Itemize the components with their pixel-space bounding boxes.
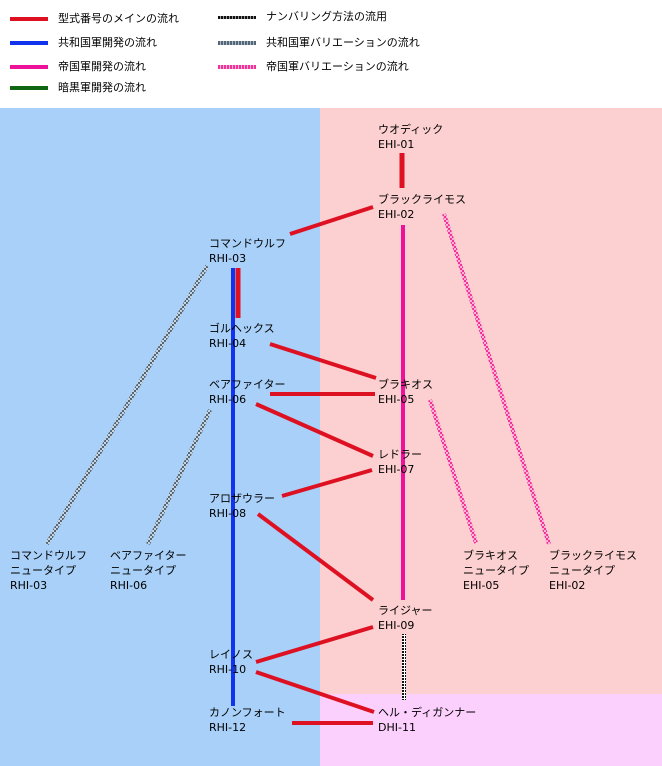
node-cannon-fort-name: カノンフォート: [209, 706, 286, 719]
node-bear-fighter-newtype-code: RHI-06: [110, 579, 148, 592]
node-brachios-newtype-code: EHI-05: [463, 579, 500, 592]
node-bear-fighter: ベアファイター RHI-06: [209, 377, 286, 407]
node-reinos: レイノス RHI-10: [209, 647, 253, 677]
legend-empire-label: 帝国軍開発の流れ: [58, 60, 146, 73]
legend-empire-var-label: 帝国軍バリエーションの流れ: [266, 60, 409, 73]
node-uodick-code: EHI-01: [378, 138, 415, 151]
node-raijar-name: ライジャー: [378, 604, 433, 617]
node-command-wolf: コマンドウルフ RHI-03: [209, 236, 286, 266]
node-redler: レドラー EHI-07: [378, 447, 422, 477]
node-command-wolf-name: コマンドウルフ: [209, 237, 286, 250]
node-brack-rimos-newtype: ブラックライモス ニュータイプ EHI-02: [549, 548, 637, 593]
legend-republic-var-label: 共和国軍バリエーションの流れ: [266, 36, 420, 49]
node-redler-code: EHI-07: [378, 463, 415, 476]
node-brack-rimos-code: EHI-02: [378, 208, 415, 221]
node-raijar: ライジャー EHI-09: [378, 603, 432, 633]
edge-main-redler-arosaurer: [281, 468, 373, 498]
node-command-wolf-newtype: コマンドウルフ ニュータイプ RHI-03: [10, 548, 87, 593]
node-command-wolf-code: RHI-03: [209, 252, 247, 265]
node-bear-fighter-name: ベアファイター: [209, 378, 286, 391]
node-gol-hex: ゴルヘックス RHI-04: [209, 321, 275, 351]
legend-republic-label: 共和国軍開発の流れ: [58, 36, 157, 49]
node-brack-rimos-newtype-code: EHI-02: [549, 579, 586, 592]
legend-empire-var-swatch: [218, 65, 256, 69]
node-reinos-name: レイノス: [209, 648, 253, 661]
legend-main-label: 型式番号のメインの流れ: [58, 12, 179, 25]
dark-region: [320, 694, 662, 766]
node-gol-hex-name: ゴルヘックス: [209, 322, 275, 335]
node-command-wolf-newtype-name: コマンドウルフ: [10, 549, 87, 562]
edge-empvar-brackrimos: [442, 213, 551, 545]
node-arosaurer-name: アロザウラー: [209, 492, 275, 505]
node-arosaurer-code: RHI-08: [209, 507, 247, 520]
legend-numbering-swatch: [218, 16, 256, 19]
node-arosaurer: アロザウラー RHI-08: [209, 491, 275, 521]
node-bear-fighter-code: RHI-06: [209, 393, 247, 406]
edge-repvar-commandwolf: [45, 265, 209, 545]
node-bear-fighter-newtype-sub: ニュータイプ: [110, 564, 176, 577]
node-command-wolf-newtype-sub: ニュータイプ: [10, 564, 76, 577]
node-brachios-code: EHI-05: [378, 393, 415, 406]
edge-main-bearfighter-redler: [255, 402, 374, 458]
edge-main-golhex-brachios: [269, 342, 377, 380]
node-hell-digunner-name: ヘル・ディガンナー: [378, 706, 477, 719]
legend-main-swatch: [10, 17, 48, 21]
node-brachios-name: ブラキオス: [378, 378, 433, 391]
node-brachios: ブラキオス EHI-05: [378, 377, 433, 407]
edge-main-arosaurer-raijar: [256, 512, 375, 602]
node-redler-name: レドラー: [378, 448, 422, 461]
empire-region: [320, 108, 662, 694]
republic-region: [0, 108, 320, 766]
node-cannon-fort-code: RHI-12: [209, 721, 247, 734]
legend: 型式番号のメインの流れ ナンバリング方法の流用 共和国軍開発の流れ 共和国軍バリ…: [0, 0, 662, 108]
node-raijar-code: EHI-09: [378, 619, 415, 632]
node-hell-digunner-code: DHI-11: [378, 721, 416, 734]
legend-republic-swatch: [10, 41, 48, 45]
edge-main-raijar-reinos: [255, 625, 374, 664]
node-uodick-name: ウオディック: [378, 123, 444, 136]
node-reinos-code: RHI-10: [209, 663, 247, 676]
legend-empire-swatch: [10, 65, 48, 69]
legend-dark-label: 暗黒軍開発の流れ: [58, 81, 146, 94]
node-command-wolf-newtype-code: RHI-03: [10, 579, 48, 592]
edge-empvar-brachios: [428, 399, 478, 544]
node-hell-digunner: ヘル・ディガンナー DHI-11: [378, 705, 476, 735]
node-brack-rimos: ブラックライモス EHI-02: [378, 192, 466, 222]
node-bear-fighter-newtype-name: ベアファイター: [110, 549, 187, 562]
edge-main-reinos-hell: [255, 670, 375, 714]
node-gol-hex-code: RHI-04: [209, 337, 247, 350]
legend-republic-var-swatch: [218, 41, 256, 45]
node-brack-rimos-newtype-sub: ニュータイプ: [549, 564, 615, 577]
node-brack-rimos-name: ブラックライモス: [378, 193, 466, 206]
edge-main-brackrimos-commandwolf: [289, 205, 374, 236]
node-brack-rimos-newtype-name: ブラックライモス: [549, 549, 637, 562]
node-brachios-newtype: ブラキオス ニュータイプ EHI-05: [463, 548, 529, 593]
node-cannon-fort: カノンフォート RHI-12: [209, 705, 286, 735]
node-uodick: ウオディック EHI-01: [378, 122, 443, 152]
node-bear-fighter-newtype: ベアファイター ニュータイプ RHI-06: [110, 548, 187, 593]
node-brachios-newtype-name: ブラキオス: [463, 549, 518, 562]
edge-repvar-bearfighter: [146, 409, 212, 545]
legend-numbering-label: ナンバリング方法の流用: [266, 10, 387, 23]
node-brachios-newtype-sub: ニュータイプ: [463, 564, 529, 577]
legend-dark-swatch: [10, 86, 48, 90]
